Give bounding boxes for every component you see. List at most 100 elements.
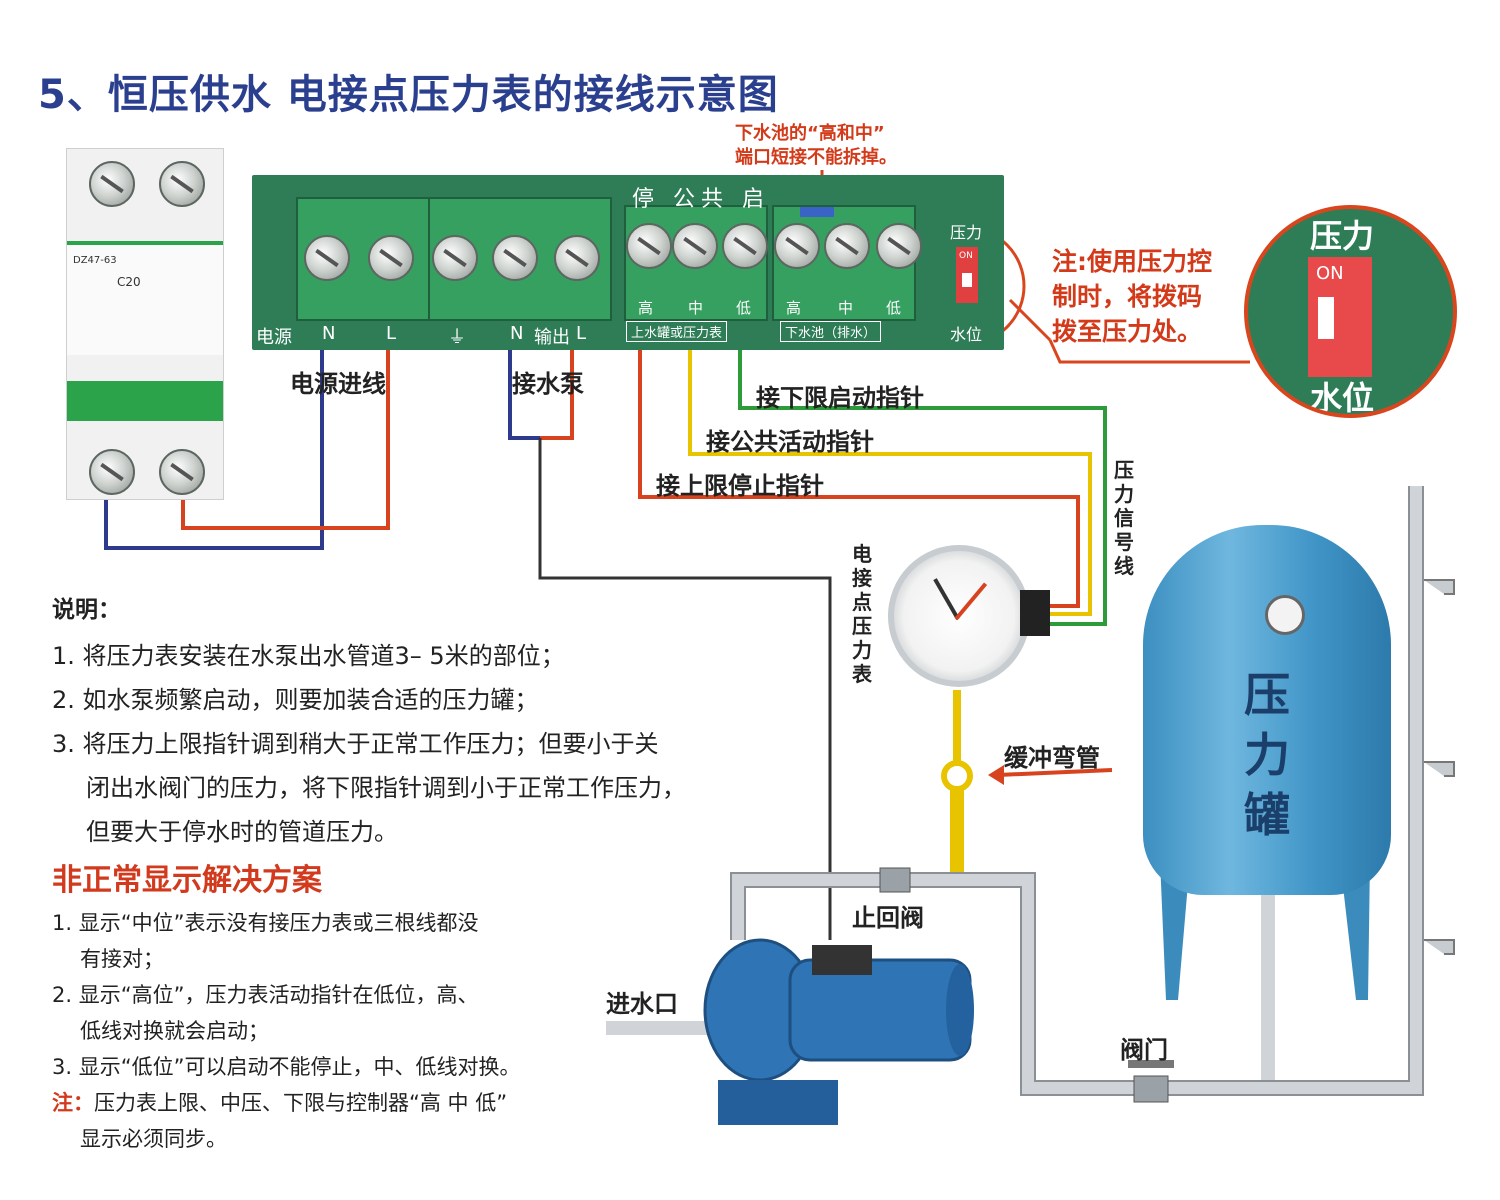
label-valve: 阀门 [1120,1036,1168,1064]
tank-label: 压 力 罐 [1237,665,1297,845]
zoom-switch: ON [1308,257,1372,377]
terminal-screw [432,235,478,281]
instruction-item: 但要大于停水时的管道压力。 [86,818,398,846]
lower-col-low: 低 [886,299,902,317]
instruction-item: 闭出水阀门的压力，将下限指针调到小于正常工作压力， [86,774,686,802]
label-inlet: 进水口 [606,990,678,1018]
instructions-heading: 说明： [52,597,121,623]
terminal-screw [304,235,350,281]
short-circuit-note: 下水池的“高和中” 端口短接不能拆掉。 [735,122,897,170]
label-n: N [322,323,336,344]
pressure-gauge [888,545,1030,687]
label-ground: ⏚ [448,327,466,348]
solution-item: 3. 显示“低位”可以启动不能停止，中、低线对换。 [52,1055,521,1079]
solution-note: 注：压力表上限、中压、下限与控制器“高 中 低” [52,1085,520,1121]
breaker-model: DZ47-63 [73,255,117,266]
label-common: 接公共活动指针 [706,428,874,456]
upper-stop-wire [638,262,1080,608]
label-buffer: 缓冲弯管 [1004,744,1100,772]
pipe-network [606,486,1423,1095]
solutions-title: 非正常显示解决方案 [52,863,322,898]
upper-col-low: 低 [736,299,752,317]
label-pump: 接水泵 [512,370,584,398]
water-pump [703,938,974,1125]
solution-note-text2: 显示必须同步。 [80,1127,227,1151]
lower-start-wire [738,262,1107,626]
gauge-connector [1020,590,1050,636]
instructions: 说明： 1. 将压力表安装在水泵出水管道3– 5米的部位； 2. 如水泵频繁启动… [52,590,832,854]
dip-switch-knob [962,273,972,287]
label-power-input: 电源进线 [290,370,386,398]
callout-line [1008,298,1052,342]
solutions-section: 非正常显示解决方案 1. 显示“中位”表示没有接压力表或三根线都没 有接对； 2… [52,855,520,1157]
zoom-on: ON [1316,263,1344,284]
breaker-front: DZ47-63 C20 [67,241,223,355]
buffer-arrow [997,768,1113,777]
dip-switch-callout: 注:使用压力控 制时，将拨码 拨至压力处。 [1052,244,1212,349]
signal-header: 停 公共 启 [632,187,770,212]
label-output: 输出 [534,327,570,348]
terminal-screw [672,223,718,269]
lower-caption: 下水池（排水） [780,321,882,342]
dip-switch-on: ON [959,251,973,261]
valve-handle [1128,1060,1174,1068]
tap-icons [1424,579,1455,955]
label-check-valve: 止回阀 [852,904,924,932]
zoom-label-water: 水位 [1310,379,1375,417]
tank-gauge-icon [1265,595,1305,635]
switch-label-water: 水位 [950,325,983,344]
pump-cable [538,438,832,940]
callout-line1: 注:使用压力控 [1052,247,1212,276]
pipe-outline [730,486,1424,1096]
buffer-loop [941,760,973,792]
instruction-item: 3. 将压力上限指针调到稍大于正常工作压力；但要小于关 [52,730,659,758]
solution-item: 2. 显示“高位”，压力表活动指针在低位，高、 [52,983,479,1007]
terminal-screw [722,223,768,269]
check-valve-body [879,867,911,893]
label-lower-start: 接下限启动指针 [756,384,924,412]
solution-item: 1. 显示“中位”表示没有接压力表或三根线都没 [52,911,479,935]
power-n-wire [104,280,324,550]
callout-line2: 制时，将拨码 [1052,282,1203,311]
buffer-arrow-head [988,765,1004,785]
lower-col-high: 高 [786,299,802,317]
solution-note-text: 压力表上限、中压、下限与控制器“高 中 低” [94,1091,508,1115]
terminal-screw [492,235,538,281]
instruction-item: 1. 将压力表安装在水泵出水管道3– 5米的部位； [52,642,565,670]
solution-item: 有接对； [80,947,164,971]
breaker-top-screw-n [89,161,135,207]
solution-note-prefix: 注： [52,1091,94,1115]
gauge-needle [933,578,960,620]
terminal-screw [626,223,672,269]
zoom-label-pressure: 压力 [1310,217,1375,255]
controller-terminal-board: 停 公共 启 电源 N L ⏚ N 输出 L 高 中 低 上水罐或压力表 高 中… [252,175,1004,350]
valve-body [1133,1075,1169,1103]
label-l: L [386,323,397,344]
breaker-top-screw-l [159,161,205,207]
label-gauge: 电接点压力表 [852,542,872,686]
label-out-l: L [576,323,587,344]
dip-switch[interactable]: ON [956,247,978,303]
switch-zoom-view: 压力 ON 水位 [1244,205,1457,418]
terminal-screw [368,235,414,281]
page-title: 5、恒压供水 电接点压力表的接线示意图 [38,72,779,118]
terminal-screw [774,223,820,269]
instruction-item: 2. 如水泵频繁启动，则要加装合适的压力罐； [52,686,539,714]
terminal-screw [876,223,922,269]
common-wire [688,262,1092,616]
short-circuit-note-line1: 下水池的“高和中” [735,123,885,144]
breaker-bottom-screw-n [89,449,135,495]
breaker-bottom-screw-l [159,449,205,495]
callout-line3: 拨至压力处。 [1052,317,1203,346]
label-signal-line: 压力信号线 [1114,458,1134,578]
power-l-wire [181,280,390,530]
jumper-wire [800,207,834,217]
circuit-breaker: DZ47-63 C20 [66,148,224,500]
breaker-rating: C20 [117,275,141,289]
zoom-switch-knob [1318,297,1334,339]
tank-legs [1160,860,1370,1000]
upper-caption: 上水罐或压力表 [626,321,728,342]
label-power: 电源 [256,327,292,348]
terminal-screw [824,223,870,269]
tank-label-char: 压 [1244,668,1290,722]
